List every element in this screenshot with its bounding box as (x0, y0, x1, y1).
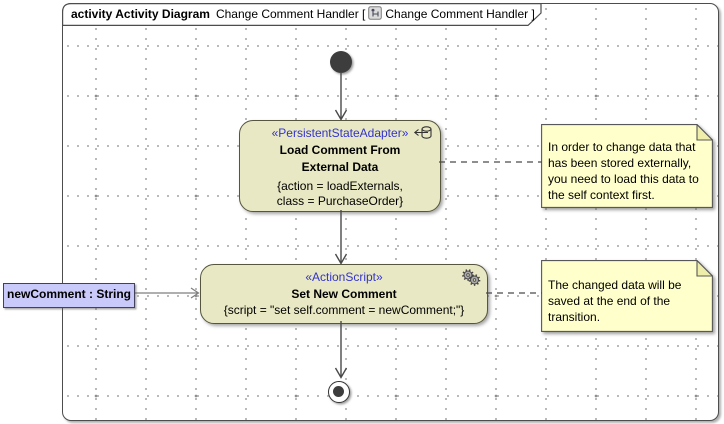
activity-frame[interactable] (62, 3, 719, 421)
action-set-new-comment[interactable]: «ActionScript» Set New Comment {script =… (200, 264, 488, 324)
final-node-core (333, 386, 344, 397)
note-text: The changed data will be saved at the en… (548, 278, 682, 324)
note-anchor-load[interactable] (439, 155, 542, 169)
control-flow-load-to-set[interactable] (332, 210, 350, 266)
diagram-name: Change Comment Handler (215, 7, 359, 21)
parameter-node-newcomment[interactable]: newComment : String (3, 283, 135, 308)
frame-title-pentagon[interactable] (62, 3, 544, 27)
bracket-close: ] (531, 7, 535, 21)
note-text: In order to change data that has been st… (548, 140, 699, 202)
gears-icon (462, 269, 481, 286)
action-property-line: class = PurchaseOrder} (276, 194, 404, 208)
control-flow-initial-to-load[interactable] (332, 72, 350, 122)
note-load-externally[interactable]: In order to change data that has been st… (541, 123, 714, 208)
note-anchor-save[interactable] (486, 286, 542, 300)
parameter-label: newComment : String (6, 287, 131, 301)
bracket-open: [ (362, 7, 366, 21)
action-name-line: Load Comment From (279, 143, 401, 157)
stereotype-label: «ActionScript» (305, 270, 383, 284)
activity-diagram-icon (368, 6, 383, 20)
stereotype-label: «PersistentStateAdapter» (271, 126, 409, 140)
action-name-line: External Data (301, 160, 379, 174)
action-property-line: {script = "set self.comment = newComment… (223, 303, 465, 317)
action-property-line: {action = loadExternals, (277, 179, 403, 193)
note-shape (541, 259, 714, 332)
initial-node[interactable] (330, 51, 352, 73)
note-save-transition[interactable]: The changed data will be saved at the en… (541, 259, 714, 332)
control-flow-set-to-final[interactable] (332, 321, 350, 381)
frame-context-name: Change Comment Handler (385, 7, 529, 21)
frame-kind-label: activity Activity Diagram (71, 7, 210, 21)
object-flow-newcomment[interactable] (132, 285, 202, 301)
activity-final-node[interactable] (328, 381, 350, 403)
action-load-comment[interactable]: «PersistentStateAdapter» Load Comment Fr… (239, 120, 441, 212)
frame-title: activity Activity Diagram Change Comment … (71, 6, 541, 22)
action-name: Set New Comment (291, 287, 397, 301)
note-shape (541, 123, 714, 208)
persistent-storage-icon (413, 126, 432, 139)
